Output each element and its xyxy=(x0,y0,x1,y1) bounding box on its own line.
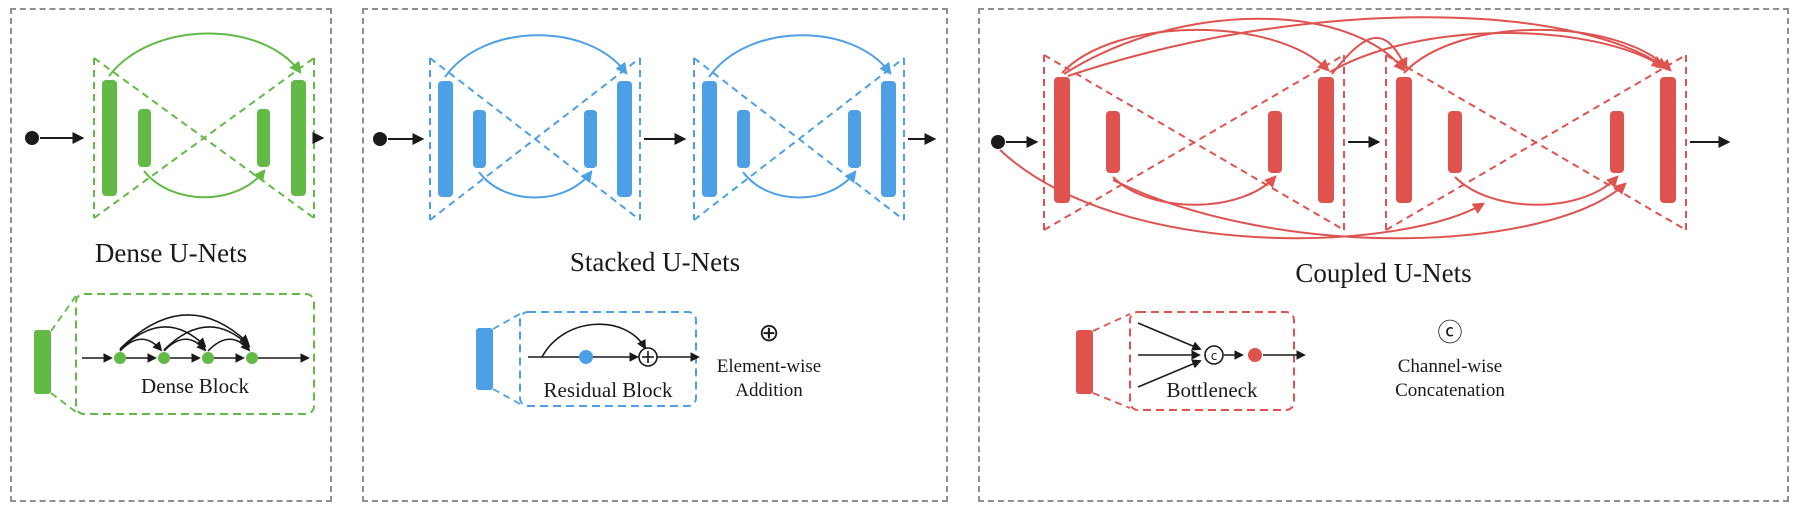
unet-dashed-outline xyxy=(1385,54,1687,231)
skip-connection-top-arc xyxy=(708,34,892,78)
unet-feature-bars xyxy=(702,81,896,197)
dense-block-nodes xyxy=(114,352,258,364)
residual-skip-arc xyxy=(541,323,646,358)
stacked-unet-2 xyxy=(693,34,905,221)
expansion-line-bottom xyxy=(492,388,521,405)
coupled-unets-title: Coupled U-Nets xyxy=(1295,258,1472,288)
dense-unets-title: Dense U-Nets xyxy=(94,238,248,268)
stacked-unets-title: Stacked U-Nets xyxy=(569,247,741,277)
concat-circle-icon: c xyxy=(1204,345,1224,365)
bottleneck-outline xyxy=(1129,311,1295,411)
legend-text: Channel-wise Concatenation xyxy=(1370,355,1530,403)
bottleneck-label: Bottleneck xyxy=(1166,378,1258,402)
plus-circle-icon xyxy=(638,347,658,367)
unet-dashed-outline xyxy=(429,57,641,221)
unet-feature-bars xyxy=(1054,77,1334,203)
legend-line-1: Channel-wise xyxy=(1397,356,1503,377)
channel-wise-concatenation-legend: ⓒ Channel-wise Concatenation xyxy=(1370,320,1530,403)
residual-block-label: Residual Block xyxy=(543,378,673,402)
dense-block-diagram xyxy=(34,293,315,415)
unet-dashed-outline xyxy=(93,57,315,219)
coupling-connection-arcs xyxy=(999,16,1668,240)
unet-dashed-outline xyxy=(1043,54,1345,231)
circled-c-icon: ⓒ xyxy=(1437,318,1463,347)
expansion-line-bottom xyxy=(50,392,77,413)
panel-dense-u-nets: Dense U-Nets Dense Block xyxy=(10,8,332,502)
bottleneck-node xyxy=(1248,348,1262,362)
unet-feature-bars xyxy=(1396,77,1676,203)
dense-unet-diagram xyxy=(25,32,325,219)
input-dot xyxy=(373,132,387,146)
legend-line-2: Concatenation xyxy=(1395,380,1505,401)
bottleneck-input-bar xyxy=(1076,330,1093,394)
unet-feature-bars xyxy=(438,81,632,197)
element-wise-addition-legend: ⊕ Element-wise Addition xyxy=(689,320,849,403)
bottleneck-diagram: c xyxy=(1076,311,1306,411)
input-dot xyxy=(991,135,1005,149)
skip-connection-bottom-arc xyxy=(1112,175,1277,206)
svg-text:c: c xyxy=(1211,349,1218,363)
skip-connection-bottom-arc xyxy=(742,170,857,199)
dense-block-label: Dense Block xyxy=(141,374,249,398)
coupled-unet-2 xyxy=(1385,28,1687,231)
residual-block-input-bar xyxy=(476,328,493,390)
panel-coupled-u-nets: c Coupled U-Nets Bottleneck ⓒ Channel-wi… xyxy=(978,8,1789,502)
unet-dashed-outline xyxy=(693,57,905,221)
skip-connection-top-arc xyxy=(1061,28,1330,74)
stacked-unet-1 xyxy=(429,34,641,221)
coupled-unet-1 xyxy=(1043,28,1345,231)
legend-line-1: Element-wise xyxy=(716,356,822,377)
dense-block-input-bar xyxy=(34,330,51,394)
skip-connection-bottom-arc xyxy=(478,170,593,199)
residual-block-diagram xyxy=(476,311,700,407)
unet-feature-bars xyxy=(102,80,306,196)
expansion-line-top xyxy=(50,295,77,332)
expansion-line-bottom xyxy=(1092,392,1131,409)
skip-connection-top-arc xyxy=(108,32,302,77)
dense-block-outline xyxy=(75,293,315,415)
input-dot xyxy=(25,131,39,145)
residual-node xyxy=(579,350,593,364)
legend-text: Element-wise Addition xyxy=(689,355,849,403)
skip-connection-top-arc xyxy=(444,34,628,78)
skip-connection-bottom-arc xyxy=(1454,175,1619,206)
dense-connection-arcs xyxy=(119,314,251,352)
coupled-unets-art: c xyxy=(991,16,1731,411)
circled-plus-icon: ⊕ xyxy=(758,318,780,347)
stacked-unets-art xyxy=(373,34,937,407)
skip-connection-bottom-arc xyxy=(143,169,266,199)
panel-stacked-u-nets: Stacked U-Nets Residual Block ⊕ Element-… xyxy=(362,8,948,502)
skip-connection-top-arc xyxy=(1403,28,1672,74)
expansion-line-top xyxy=(492,313,521,330)
bottleneck-incoming-arrows xyxy=(1137,322,1202,388)
expansion-line-top xyxy=(1092,313,1131,332)
legend-line-2: Addition xyxy=(735,380,803,401)
dense-unets-art xyxy=(25,32,325,415)
